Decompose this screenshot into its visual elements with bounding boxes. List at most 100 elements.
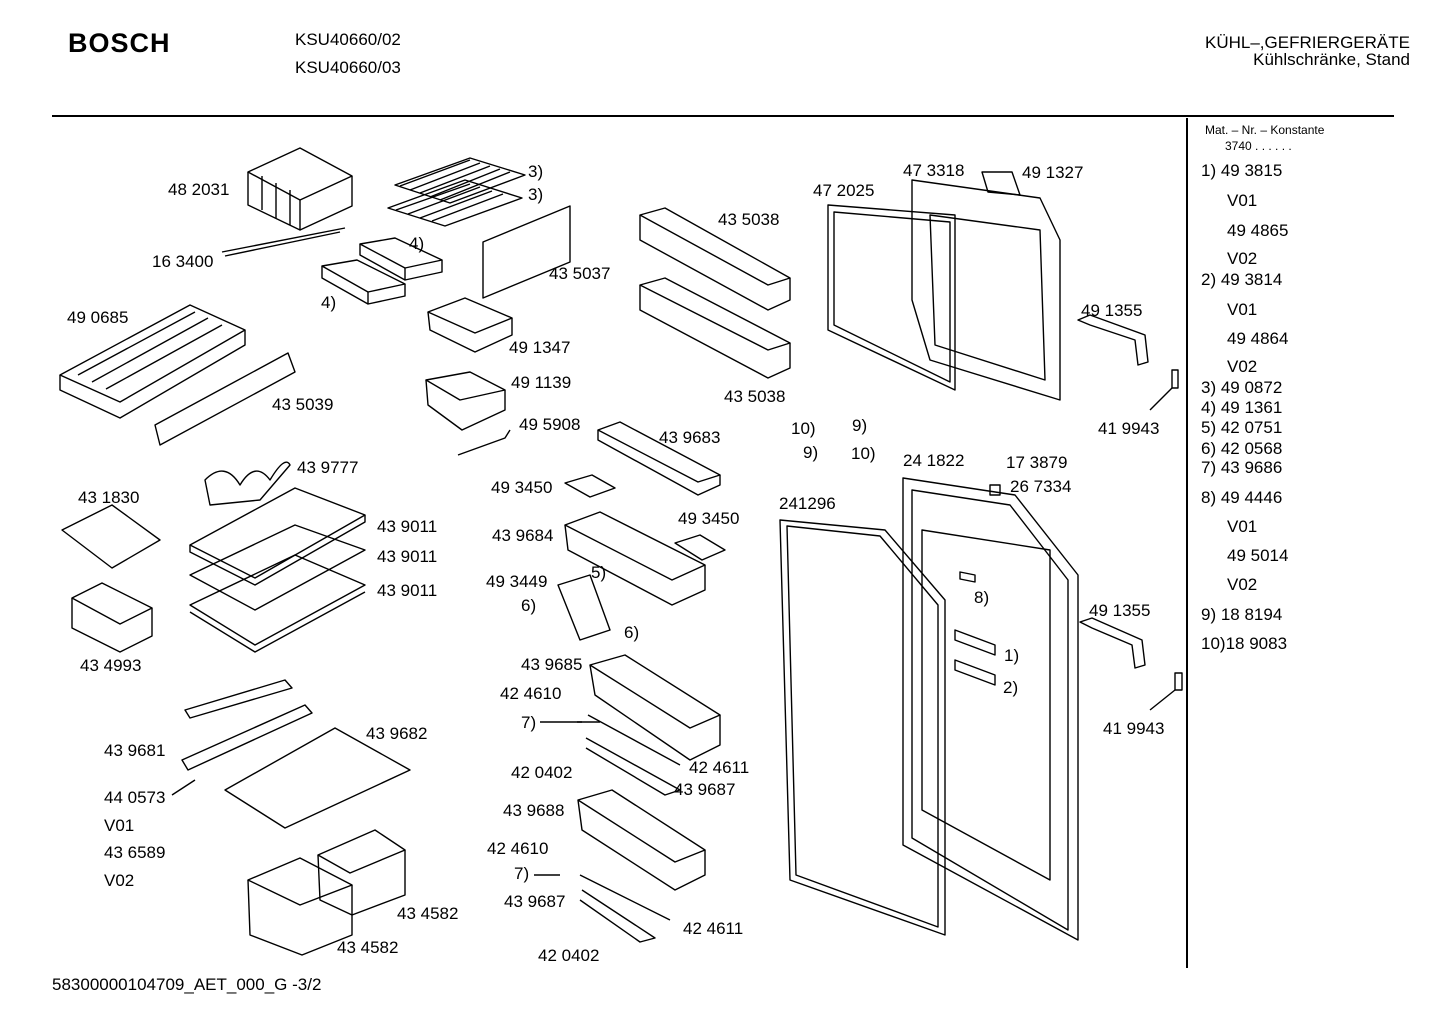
door-handle-part <box>1077 314 1149 669</box>
sidebar-row: 9) 18 8194 <box>1201 605 1283 624</box>
ice-tray-frame-part <box>247 147 353 231</box>
bottle-shelf-part <box>597 421 721 496</box>
clip-part <box>457 429 511 456</box>
part-label: 47 3318 <box>903 161 965 180</box>
sidebar-row: V02 <box>1227 249 1258 268</box>
part-label: 42 4610 <box>500 684 562 703</box>
part-label: 3) <box>528 185 544 204</box>
part-label: 9) <box>852 416 868 435</box>
part-label: 43 9011 <box>377 517 438 536</box>
grid-shelf-part <box>387 157 526 227</box>
screw-cover-part <box>1171 369 1179 389</box>
drawer-front-strip <box>154 352 296 446</box>
sidebar-row: V01 <box>1227 300 1258 319</box>
part-label: 43 9687 <box>504 892 566 911</box>
ice-tray-holder-part <box>427 297 513 353</box>
part-label: 6) <box>521 596 537 615</box>
part-label: 41 9943 <box>1103 719 1165 738</box>
part-label: 43 5038 <box>718 210 780 229</box>
part-label: 24 1822 <box>903 451 965 470</box>
door-shelf-part <box>585 654 721 796</box>
sidebar-row: 3) 49 0872 <box>1201 378 1283 397</box>
category-title: KÜHL–,GEFRIERGERÄTE <box>1205 33 1410 52</box>
part-label: 6) <box>624 623 640 642</box>
flap-part <box>557 574 611 641</box>
part-label: 43 4993 <box>80 656 142 675</box>
sidebar-row: 8) 49 4446 <box>1201 488 1283 507</box>
sidebar-row: 10)18 9083 <box>1201 634 1288 653</box>
document-code: 58300000104709_AET_000_G -3/2 <box>52 975 322 994</box>
part-label: 42 0402 <box>538 946 600 965</box>
part-label: 8) <box>974 588 990 607</box>
part-label: V02 <box>104 871 135 890</box>
part-label: 49 1139 <box>511 373 572 392</box>
part-label: 49 1355 <box>1089 601 1151 620</box>
part-label: 48 2031 <box>168 180 230 199</box>
freezer-door-part <box>827 179 1061 401</box>
part-label: 43 4582 <box>397 904 459 923</box>
part-label: 26 7334 <box>1010 477 1072 496</box>
part-label: 49 5908 <box>519 415 581 434</box>
part-label: 16 3400 <box>152 252 214 271</box>
part-label: 41 9943 <box>1098 419 1160 438</box>
ice-cube-tray-part <box>321 237 443 305</box>
bottle-rack-part <box>204 461 291 506</box>
door-bin-part <box>639 207 791 379</box>
part-label: 42 4611 <box>689 758 750 777</box>
crisper-cover-part <box>61 504 161 569</box>
part-label: 44 0573 <box>104 788 166 807</box>
small-tray-part <box>425 371 506 431</box>
fridge-door-part <box>902 477 1079 941</box>
part-label: 7) <box>514 864 530 883</box>
part-label: 49 1347 <box>509 338 571 357</box>
part-label: 43 9011 <box>377 581 438 600</box>
sidebar-constant: 3740 . . . . . . <box>1225 139 1292 153</box>
label-plate-part <box>954 659 996 686</box>
part-label: 43 9011 <box>377 547 438 566</box>
leader-lines <box>171 387 1176 876</box>
part-label: 49 0685 <box>67 308 129 327</box>
part-label: 43 1830 <box>78 488 140 507</box>
vegetable-container-part <box>247 829 406 956</box>
brand-logo: BOSCH <box>68 28 171 58</box>
sidebar-row: V01 <box>1227 517 1258 536</box>
part-label: 2) <box>1003 678 1019 697</box>
part-label: 49 3450 <box>491 478 553 497</box>
part-label: 43 5039 <box>272 395 334 414</box>
egg-tray-part <box>674 534 726 561</box>
part-label: 5) <box>591 563 607 582</box>
part-label: 43 9682 <box>366 724 428 743</box>
part-label: 43 9684 <box>492 526 554 545</box>
part-label: 4) <box>321 293 337 312</box>
part-label: V01 <box>104 816 135 835</box>
part-label: 49 1355 <box>1081 301 1143 320</box>
handle-cap-part <box>981 171 1021 196</box>
screw-cover-part <box>1174 672 1183 691</box>
part-label: 43 9688 <box>503 801 565 820</box>
part-label: 43 9683 <box>659 428 721 447</box>
hinge-cap-part <box>989 484 1001 496</box>
model-number: KSU40660/03 <box>295 58 401 77</box>
part-label: 1) <box>1004 646 1020 665</box>
part-label: 43 9777 <box>297 458 359 477</box>
glass-shelf-part <box>189 487 366 653</box>
label-plate-part <box>954 629 996 656</box>
part-label: 43 9681 <box>104 741 166 760</box>
category-subtitle: Kühlschränke, Stand <box>1253 50 1410 69</box>
sidebar-row: 49 5014 <box>1227 546 1289 565</box>
part-label: 42 4610 <box>487 839 549 858</box>
part-label: 43 9685 <box>521 655 583 674</box>
sidebar-row: 1) 49 3815 <box>1201 161 1283 180</box>
part-label: 43 9687 <box>674 780 736 799</box>
freezer-drawer-part <box>59 304 296 446</box>
model-number: KSU40660/02 <box>295 30 401 49</box>
part-label: 43 5038 <box>724 387 786 406</box>
part-label: 4) <box>409 234 425 253</box>
part-label: 241296 <box>779 494 836 513</box>
header-divider <box>52 115 1394 117</box>
part-label: 10) <box>851 444 876 463</box>
sidebar-row: 7) 43 9686 <box>1201 458 1283 477</box>
sidebar-row: 5) 42 0751 <box>1201 418 1283 437</box>
rod-part <box>221 227 346 257</box>
